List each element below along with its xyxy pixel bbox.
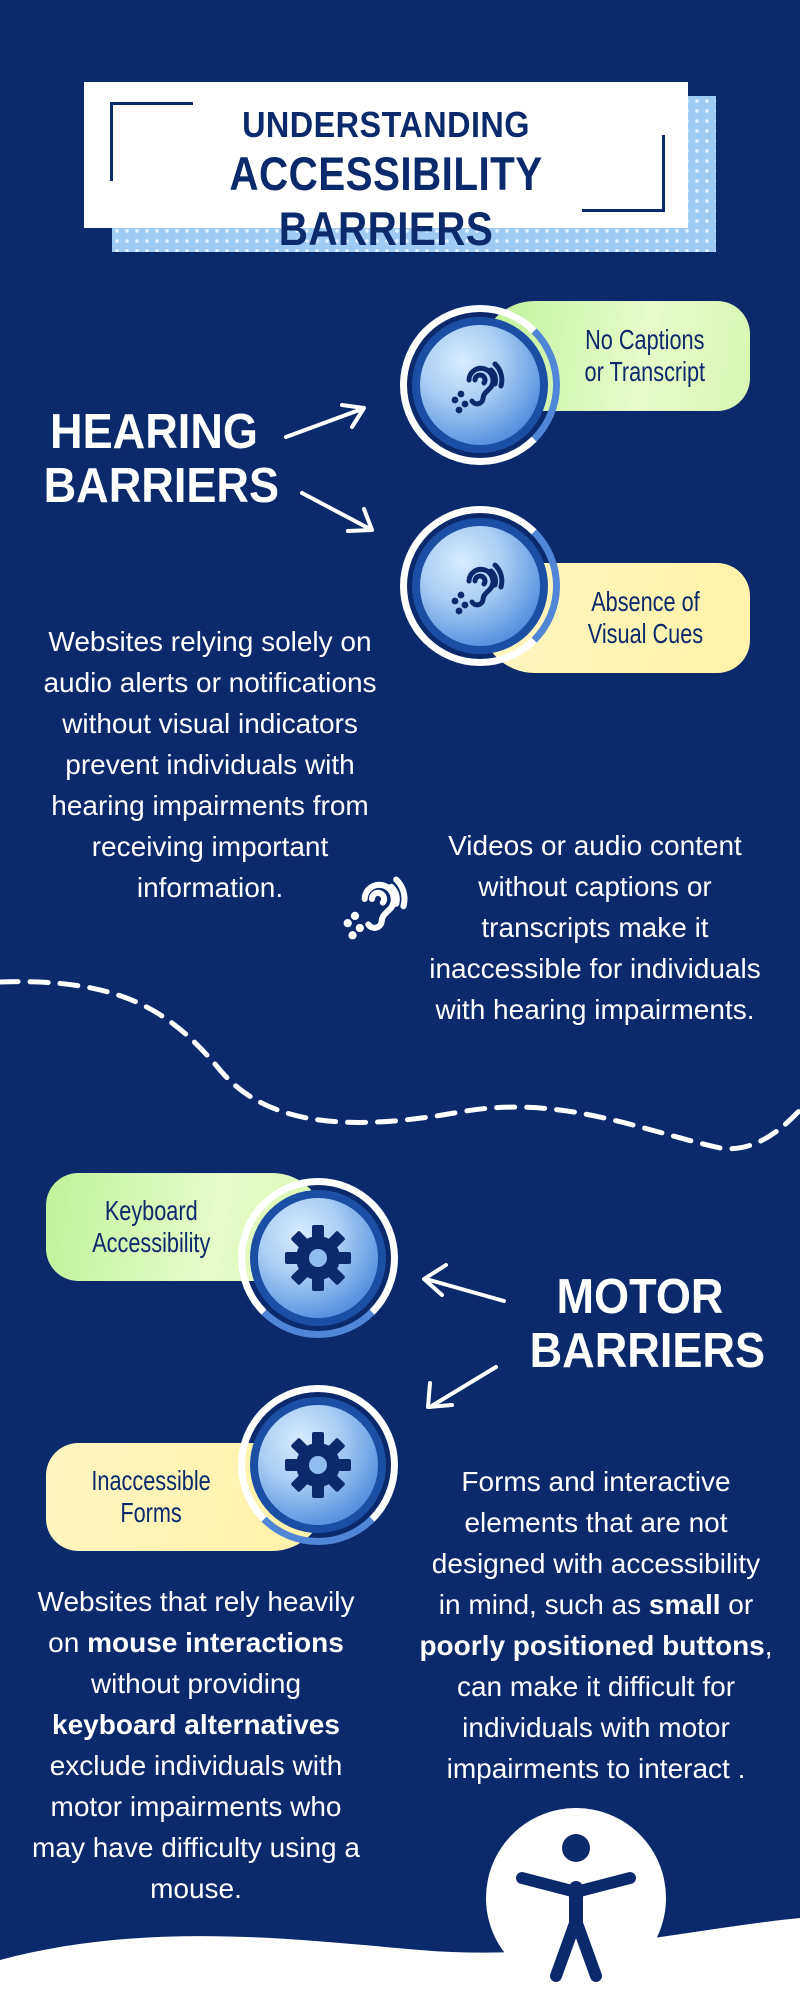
pill-forms-line-2: Forms xyxy=(120,1497,182,1528)
text-line: audio alerts or notifications xyxy=(43,667,377,698)
motor-text-left: Websites that rely heavily on mouse inte… xyxy=(4,1581,388,1909)
accessibility-badge xyxy=(486,1808,666,1988)
text-line: without captions or xyxy=(478,871,712,902)
motor-arrows xyxy=(422,1263,506,1409)
arrow-up-right-icon xyxy=(284,407,364,439)
text-line: keyboard alternatives xyxy=(4,1704,388,1745)
pill-forms-line-1: Inaccessible xyxy=(91,1465,211,1496)
title-line-2: ACCESSIBILITY BARRIERS xyxy=(229,147,543,255)
hearing-heading-line-2: BARRIERS xyxy=(43,459,280,513)
text-line: with hearing impairments. xyxy=(435,994,755,1025)
pill-absence-line-2: Visual Cues xyxy=(587,618,703,649)
pill-absence-line-1: Absence of xyxy=(590,586,700,617)
bottom-wave xyxy=(0,1918,800,2000)
text-line: Videos or audio content xyxy=(448,830,742,861)
hearing-assist-icon xyxy=(343,876,408,940)
bold-phrase: small xyxy=(648,1589,721,1620)
text-line: hearing impairments from xyxy=(51,790,369,821)
text-line: Websites relying solely on xyxy=(48,626,372,657)
text-line: Websites that rely heavily xyxy=(37,1586,355,1617)
text-line: inaccessible for individuals xyxy=(429,953,761,984)
gear-icon-circle-1 xyxy=(258,1198,378,1318)
arrow-down-right-icon xyxy=(300,491,372,531)
hearing-arrows xyxy=(284,403,374,533)
text-line: Forms and interactive xyxy=(461,1466,731,1497)
accessibility-person-icon xyxy=(516,1834,636,1982)
text-line: elements that are not xyxy=(464,1507,728,1538)
arrow-down-left-icon xyxy=(428,1365,498,1409)
hearing-icon-circle-2 xyxy=(420,526,540,646)
bold-phrase: mouse interactions xyxy=(87,1627,344,1658)
hearing-text-left: Websites relying solely on audio alerts … xyxy=(10,621,410,908)
arrow-left-icon xyxy=(424,1277,506,1303)
gear-icon xyxy=(285,1225,351,1291)
hearing-icon-circle-1 xyxy=(420,325,540,445)
text-line: mouse. xyxy=(150,1873,242,1904)
pill-no-captions-line-1: No Captions xyxy=(585,324,705,355)
pill-keyboard-line-1: Keyboard xyxy=(104,1195,198,1226)
motor-heading: MOTOR BARRIERS xyxy=(529,1270,766,1378)
pill-keyboard-line-2: Accessibility xyxy=(91,1227,211,1258)
text-line: exclude individuals with xyxy=(49,1750,343,1781)
text-line: without visual indicators xyxy=(62,708,358,739)
hearing-assist-icon xyxy=(451,562,505,615)
text-line: information. xyxy=(136,872,284,903)
text-line: transcripts make it xyxy=(481,912,709,943)
text-line: can make it difficult for xyxy=(456,1671,736,1702)
text-line: prevent individuals with xyxy=(65,749,355,780)
motor-text-right: Forms and interactive elements that are … xyxy=(398,1461,794,1789)
gear-icon-circle-2 xyxy=(258,1405,378,1525)
motor-heading-line-1: MOTOR xyxy=(556,1270,724,1324)
title-card xyxy=(84,82,688,228)
motor-heading-line-2: BARRIERS xyxy=(529,1324,766,1378)
hearing-assist-icon xyxy=(451,361,505,414)
title-corner-top-left xyxy=(110,102,193,181)
hearing-heading: HEARING BARRIERS xyxy=(43,405,280,513)
pill-no-captions-line-2: or Transcript xyxy=(584,356,706,387)
hearing-icon-ring-1 xyxy=(400,305,560,465)
gear-icon-ring-1 xyxy=(238,1178,398,1338)
text-line: impairments to interact . xyxy=(446,1753,746,1784)
bold-phrase: keyboard alternatives xyxy=(52,1709,340,1740)
text-line: may have difficulty using a xyxy=(32,1832,360,1863)
gear-icon-ring-2 xyxy=(238,1385,398,1545)
hearing-text-right: Videos or audio content without captions… xyxy=(400,825,790,1030)
text-line: individuals with motor xyxy=(462,1712,730,1743)
text-line: receiving important xyxy=(91,831,329,862)
text-line: poorly positioned buttons, xyxy=(419,1630,773,1661)
bold-phrase: poorly positioned buttons xyxy=(419,1630,765,1661)
hearing-heading-line-1: HEARING xyxy=(50,405,258,459)
text-line: motor impairments who xyxy=(50,1791,342,1822)
text-line: without providing xyxy=(90,1668,302,1699)
title-corner-bottom-right xyxy=(582,135,665,212)
gear-icon xyxy=(285,1432,351,1498)
dashed-divider xyxy=(0,979,800,1152)
title-line-1: UNDERSTANDING xyxy=(242,104,530,145)
text-line: designed with accessibility xyxy=(431,1548,761,1579)
text-line: in mind, such as small or xyxy=(438,1589,754,1620)
text-line: on mouse interactions xyxy=(48,1627,344,1658)
hearing-icon-ring-2 xyxy=(400,506,560,666)
